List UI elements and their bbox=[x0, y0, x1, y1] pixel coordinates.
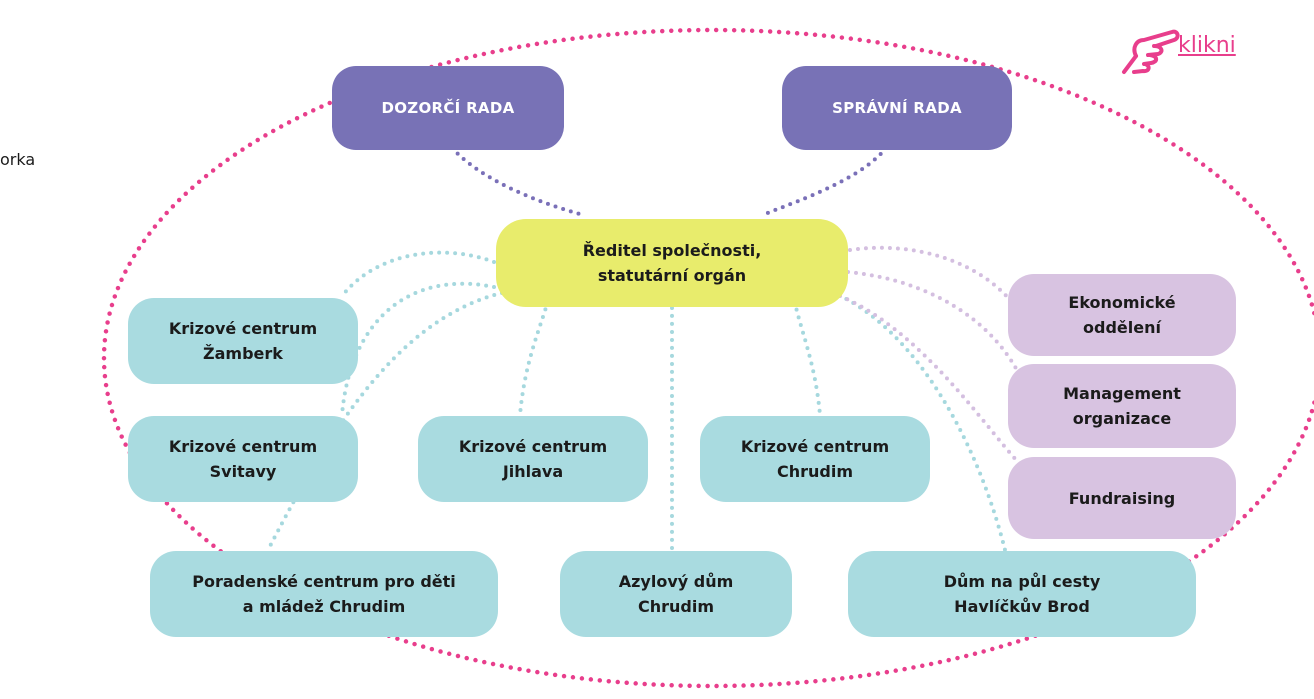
node-poradenske-centrum: Poradenské centrum pro děti a mládež Chr… bbox=[150, 551, 498, 637]
connector-management bbox=[846, 270, 1020, 374]
node-ekonomicke-oddeleni: Ekonomické oddělení bbox=[1008, 274, 1236, 356]
node-krizove-centrum-svitavy: Krizové centrum Svitavy bbox=[128, 416, 358, 502]
node-director: Ředitel společnosti, statutární orgán bbox=[496, 219, 848, 307]
connector-ekonomicke bbox=[848, 245, 1012, 302]
organization-boundary-ellipse bbox=[101, 27, 1314, 689]
pointing-hand-icon bbox=[1122, 29, 1180, 74]
connector-fundraising bbox=[838, 294, 1020, 464]
connector-svitavy bbox=[340, 281, 496, 417]
node-krizove-centrum-zamberk: Krizové centrum Žamberk bbox=[128, 298, 358, 384]
click-link[interactable]: klikni bbox=[1114, 22, 1236, 82]
connector-dum bbox=[830, 290, 1007, 552]
node-fundraising: Fundraising bbox=[1008, 457, 1236, 539]
node-administrative-board: SPRÁVNÍ RADA bbox=[782, 66, 1012, 150]
node-supervisory-board: DOZORČÍ RADA bbox=[332, 66, 564, 150]
node-azylovy-dum: Azylový dům Chrudim bbox=[560, 551, 792, 637]
node-krizove-centrum-chrudim: Krizové centrum Chrudim bbox=[700, 416, 930, 502]
node-management-organizace: Management organizace bbox=[1008, 364, 1236, 448]
connector-jihlava bbox=[518, 292, 552, 417]
node-dum-na-pul-cesty: Dům na půl cesty Havlíčkův Brod bbox=[848, 551, 1196, 637]
connector-poradenske bbox=[266, 291, 504, 552]
connector-supervisory-board bbox=[450, 146, 582, 216]
node-krizove-centrum-jihlava: Krizové centrum Jihlava bbox=[418, 416, 648, 502]
side-text-fragment: orka bbox=[0, 150, 36, 169]
click-link-label[interactable]: klikni bbox=[1178, 32, 1236, 58]
connector-chrudim bbox=[791, 292, 822, 417]
connector-administrative-board bbox=[763, 146, 888, 216]
connector-zamberk bbox=[340, 250, 496, 298]
